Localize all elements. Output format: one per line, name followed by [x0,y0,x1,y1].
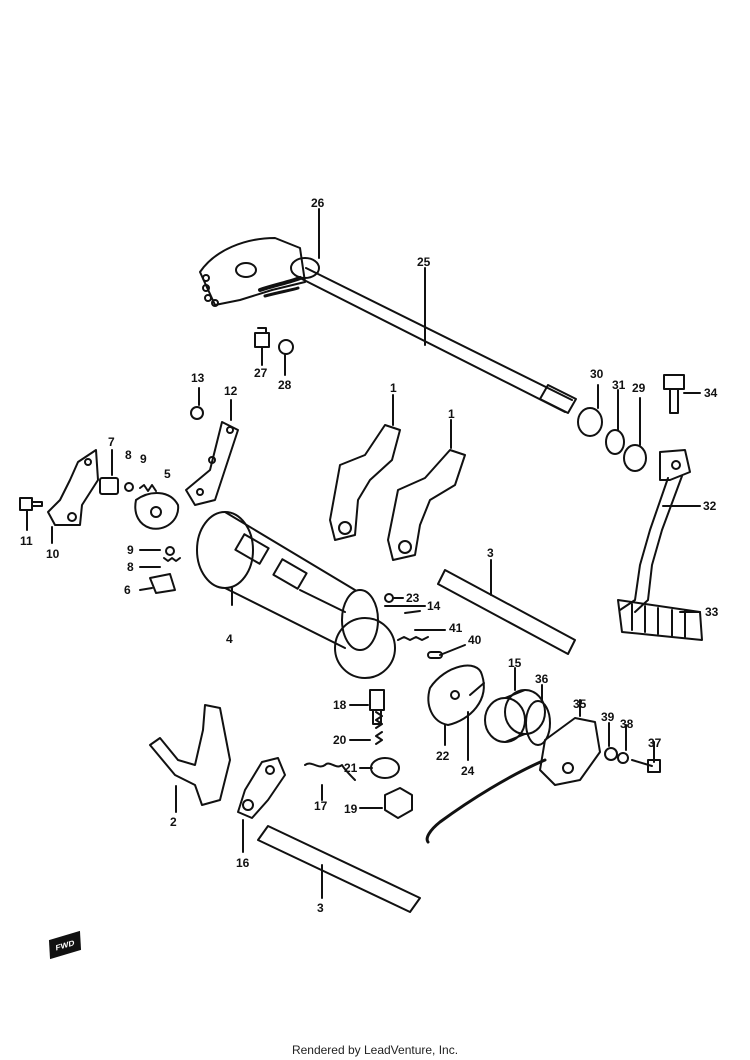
fork-shaft-3a [437,569,576,655]
callout-23: 23 [406,591,420,605]
callout-33: 33 [705,605,719,619]
callout-41: 41 [449,621,463,635]
fork-shaft-3b [257,825,421,913]
washer-21 [370,757,400,779]
callout-20: 20 [333,733,347,747]
bearing-15 [484,689,546,743]
callout-12: 12 [224,384,238,398]
cam-7 [99,477,119,495]
plate-22 [427,664,485,726]
callout-2: 2 [170,815,177,829]
bolt-27 [254,327,270,348]
callout-3a: 3 [487,546,494,560]
callout-37: 37 [648,736,662,750]
callout-11: 11 [20,534,33,548]
plate-12 [185,421,239,506]
callout-1a: 1 [390,381,397,395]
callout-3b: 3 [317,901,324,915]
callout-40: 40 [468,633,482,647]
callout-35: 35 [573,697,587,711]
spring-17 [304,762,356,781]
callout-8: 8 [125,448,132,462]
shift-arm-plate [199,237,320,307]
shift-cam-4 [196,511,379,651]
washer-39 [604,747,618,761]
callout-26: 26 [311,196,325,210]
callout-15: 15 [508,656,522,670]
callout-19: 19 [344,802,358,816]
callout-6: 6 [124,583,131,597]
gearshift-lever-32 [619,449,691,613]
callout-28: 28 [278,378,292,392]
callout-13: 13 [191,371,205,385]
callout-10: 10 [46,547,60,561]
callout-24: 24 [461,764,475,778]
callout-7: 7 [108,435,115,449]
callout-9b: 9 [127,543,134,557]
bolt-34 [663,374,685,414]
callout-34: 34 [704,386,718,400]
seal-36 [525,700,551,746]
bolt-11 [19,497,43,511]
callout-16: 16 [236,856,250,870]
neutral-switch-35 [539,717,601,786]
callout-9: 9 [140,452,147,466]
washer-28 [278,339,294,355]
callout-39: 39 [601,710,615,724]
render-credit: Rendered by LeadVenture, Inc. [291,1043,459,1057]
callout-31: 31 [612,378,626,392]
spring-20 [375,711,383,745]
callout-5: 5 [164,467,171,481]
gearshift-shaft [299,267,577,414]
shift-fork-1b [387,449,466,561]
callout-27: 27 [254,366,268,380]
callout-25: 25 [417,255,431,269]
callout-8b: 8 [127,560,134,574]
stopper-plate-10 [47,449,99,526]
clip-31 [605,429,625,455]
callout-36: 36 [535,672,549,686]
shift-fork-2 [149,704,231,806]
callout-4: 4 [226,632,233,646]
pin-24 [469,682,485,696]
callout-38: 38 [620,717,634,731]
shift-arm-16 [237,757,286,819]
stopper-6 [149,573,176,594]
callout-14: 14 [427,599,441,613]
shift-fork-1a [329,424,401,541]
screw-13 [190,406,204,420]
washer-38 [617,752,629,764]
gearshift-pedal-33 [617,599,703,641]
bearing-29 [623,444,647,472]
ring-14 [334,617,396,679]
callout-22: 22 [436,749,450,763]
callout-30: 30 [590,367,604,381]
callout-18: 18 [333,698,347,712]
washer-30 [577,407,603,437]
callout-1b: 1 [448,407,455,421]
screw-37 [631,759,661,773]
callout-17: 17 [314,799,328,813]
nut-19 [384,787,413,819]
callout-21: 21 [344,761,358,775]
callout-29: 29 [632,381,646,395]
cam-guide-5 [134,492,180,530]
callout-32: 32 [703,499,717,513]
